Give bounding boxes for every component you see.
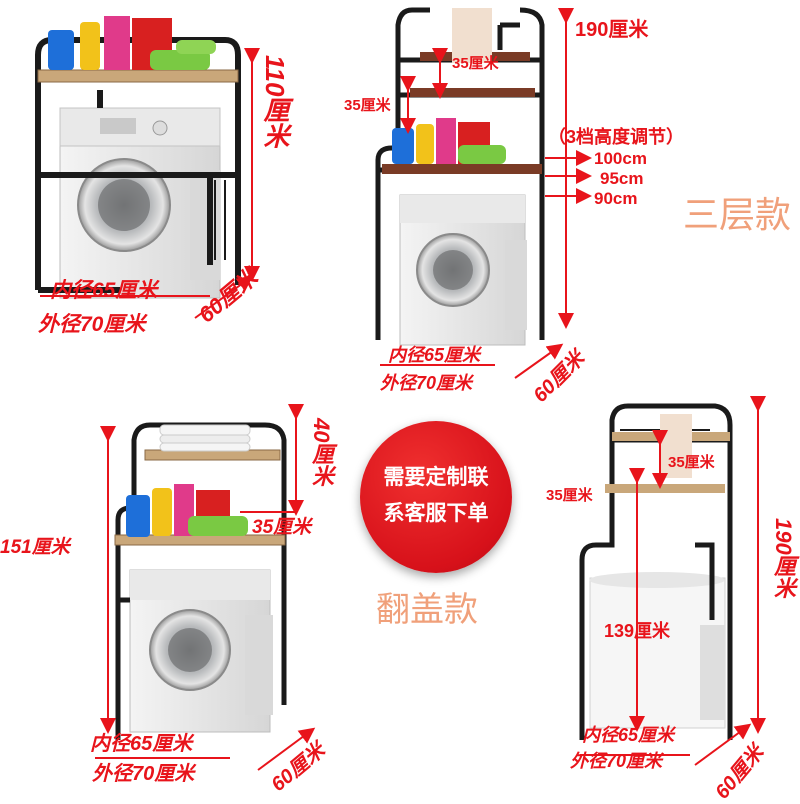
rack-panel-d — [579, 396, 766, 766]
badge-line-1: 需要定制联 — [383, 466, 489, 489]
shelf-gap-left-label: 35厘米 — [546, 487, 593, 504]
rack-panel-b — [375, 7, 592, 379]
three-tier-style-label: 三层款 — [683, 194, 792, 235]
shelf-gap-label: 40厘米 — [309, 418, 334, 487]
shelf-gap-right-label: 35厘米 — [668, 454, 715, 471]
towel — [452, 8, 492, 63]
outer-diameter-label: 外径70厘米 — [380, 373, 473, 393]
outer-diameter-label: 外径70厘米 — [570, 751, 663, 771]
height-label: 151厘米 — [0, 537, 70, 558]
outer-diameter-label: 外径70厘米 — [38, 313, 146, 336]
inner-diameter-label: 内径65厘米 — [90, 733, 193, 755]
rack-panel-a — [35, 16, 260, 319]
washing-machine — [399, 194, 527, 346]
height-level-90: 90cm — [594, 189, 638, 208]
height-label: 110厘米 — [260, 55, 290, 149]
washing-machine — [59, 107, 221, 299]
height-level-95: 95cm — [600, 169, 644, 188]
washing-machine — [129, 569, 273, 733]
towels — [159, 424, 251, 452]
height-level-100: 100cm — [594, 149, 647, 168]
washing-machine-top-loader — [589, 572, 726, 729]
detergent-bottles — [392, 118, 506, 164]
height-label: 190厘米 — [771, 518, 796, 599]
wood-shelf — [37, 69, 239, 83]
wood-shelf — [605, 484, 725, 493]
shelf-gap-top-label: 35厘米 — [452, 55, 499, 72]
shelf-gap-2-label: 35厘米 — [252, 517, 312, 538]
inner-height-label: 139厘米 — [604, 621, 671, 641]
badge-line-2: 系客服下单 — [383, 502, 489, 525]
custom-order-badge: 需要定制联 系客服下单 — [360, 421, 512, 573]
outer-diameter-label: 外径70厘米 — [92, 763, 195, 785]
shelf-gap-left-label: 35厘米 — [344, 97, 391, 114]
height-label: 190厘米 — [575, 19, 649, 41]
wood-shelf — [410, 88, 535, 97]
detergent-bottles — [48, 16, 216, 70]
flip-style-label: 翻盖款 — [376, 591, 478, 629]
detergent-bottles — [126, 484, 248, 537]
wood-shelf — [382, 164, 542, 174]
height-adjust-note: （3档高度调节） — [548, 127, 685, 147]
inner-diameter-label: 内径65厘米 — [50, 279, 158, 302]
inner-diameter-label: 内径65厘米 — [388, 345, 481, 365]
rack-panel-c — [95, 404, 316, 771]
inner-diameter-label: 内径65厘米 — [582, 725, 675, 745]
